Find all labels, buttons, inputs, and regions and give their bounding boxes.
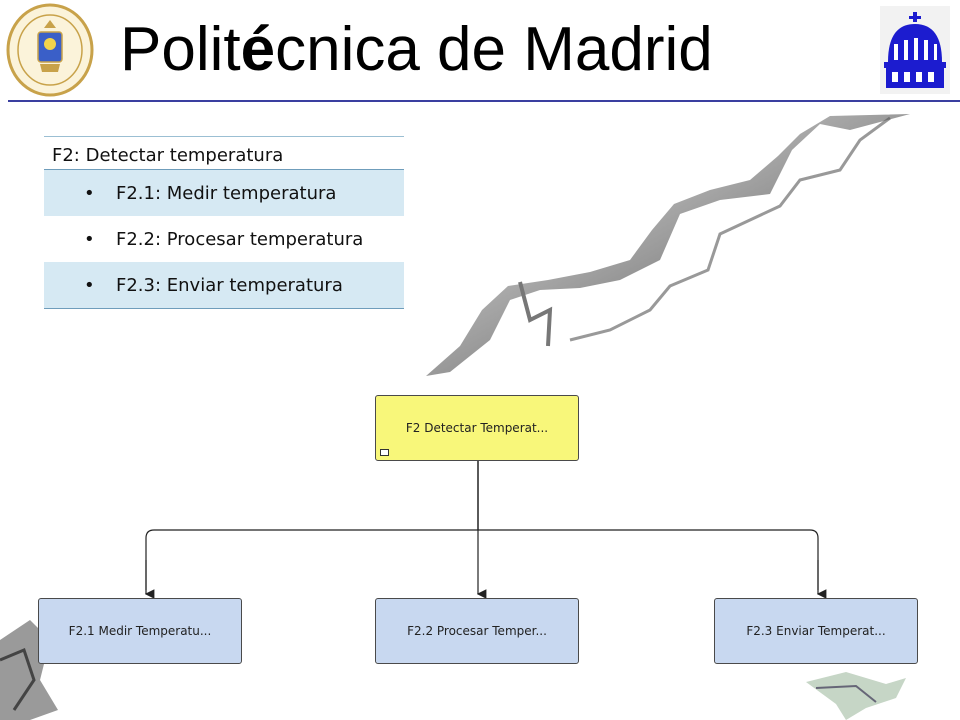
outline-item: • F2.2: Procesar temperatura: [44, 216, 404, 262]
function-outline-table: F2: Detectar temperatura • F2.1: Medir t…: [44, 136, 404, 309]
child-node: F2.1 Medir Temperatu...: [38, 598, 242, 664]
outline-item-label: F2.1: Medir temperatura: [116, 182, 337, 204]
connector-lines: [144, 461, 827, 599]
outline-item-label: F2.3: Enviar temperatura: [116, 274, 343, 296]
child-node: F2.3 Enviar Temperat...: [714, 598, 918, 664]
crack-decoration: [426, 114, 910, 376]
dome-logo-icon: [880, 6, 950, 94]
child-node: F2.2 Procesar Temper...: [375, 598, 579, 664]
outline-item: • F2.1: Medir temperatura: [44, 170, 404, 216]
node-label: F2.2 Procesar Temper...: [407, 624, 547, 638]
slide-header: Politécnica de Madrid: [0, 0, 960, 104]
bullet: •: [84, 228, 95, 250]
outline-heading: F2: Detectar temperatura: [44, 137, 404, 170]
root-node: F2 Detectar Temperat...: [375, 395, 579, 461]
node-label: F2.3 Enviar Temperat...: [746, 624, 886, 638]
outline-item-label: F2.2: Procesar temperatura: [116, 228, 364, 250]
header-divider: [8, 100, 960, 102]
crack-corner-decoration: [806, 672, 906, 720]
page-title: Politécnica de Madrid: [120, 15, 713, 84]
node-label: F2.1 Medir Temperatu...: [68, 624, 212, 638]
university-seal-icon: [6, 3, 94, 97]
function-hierarchy-diagram: F2 Detectar Temperat... F2.1 Medir Tempe…: [0, 380, 960, 680]
bullet: •: [84, 182, 95, 204]
outline-item: • F2.3: Enviar temperatura: [44, 262, 404, 308]
bullet: •: [84, 274, 95, 296]
node-label: F2 Detectar Temperat...: [405, 421, 549, 435]
collapse-toggle-icon: [380, 449, 389, 456]
